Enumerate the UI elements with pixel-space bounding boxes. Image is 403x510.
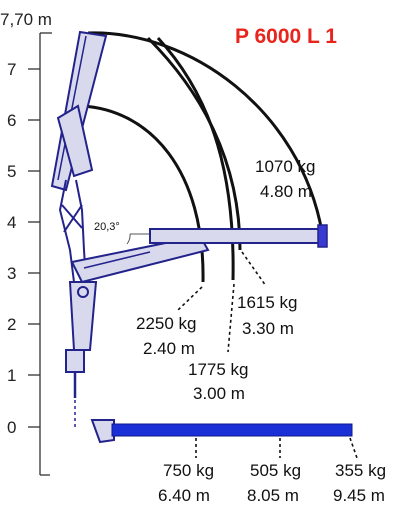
svg-text:1615 kg: 1615 kg <box>237 293 298 312</box>
y-tick-0: 0 <box>7 418 40 437</box>
envelope-arc-outer <box>87 31 324 233</box>
angle-label: 20,3° <box>94 221 120 233</box>
svg-text:6.40 m: 6.40 m <box>158 486 210 505</box>
svg-text:3.00 m: 3.00 m <box>193 384 245 403</box>
y-tick-4: 4 <box>7 213 40 232</box>
y-tick-6: 6 <box>7 111 40 130</box>
svg-text:4.80 m: 4.80 m <box>260 182 312 201</box>
load-label-1070: 1070 kg 4.80 m <box>255 157 316 201</box>
load-label-2250: 2250 kg 2.40 m <box>136 314 197 358</box>
knuckle-arm <box>70 234 210 284</box>
knuckle-arm-inner <box>83 251 151 269</box>
y-tick-3: 3 <box>7 264 40 283</box>
svg-text:7: 7 <box>7 60 16 79</box>
extended-boom-root <box>90 419 115 444</box>
load-label-355: 355 kg 9.45 m <box>333 461 386 505</box>
svg-text:355 kg: 355 kg <box>335 461 386 480</box>
horizontal-boom-tip <box>317 224 328 248</box>
svg-text:750 kg: 750 kg <box>163 461 214 480</box>
svg-text:0: 0 <box>7 418 16 437</box>
leader-load-1775 <box>227 283 235 353</box>
svg-text:4: 4 <box>7 213 16 232</box>
boom-extended <box>90 419 353 444</box>
boom-horizontal: 20,3° <box>94 221 328 248</box>
svg-text:2: 2 <box>7 315 16 334</box>
column-pivot <box>77 286 89 298</box>
y-axis: 7,70 m 0 1 2 3 4 5 6 <box>0 10 52 476</box>
extended-boom-bar <box>111 423 353 437</box>
y-axis-top-label: 7,70 m <box>0 10 52 29</box>
load-label-1615: 1615 kg 3.30 m <box>237 293 298 338</box>
svg-text:1: 1 <box>7 366 16 385</box>
load-label-505: 505 kg 8.05 m <box>247 461 301 505</box>
leader-load-355 <box>349 437 358 459</box>
link-arm-left <box>58 179 75 283</box>
angle-arc <box>126 233 131 245</box>
svg-text:8.05 m: 8.05 m <box>247 486 299 505</box>
svg-text:5: 5 <box>7 162 16 181</box>
diagram-title: P 6000 L 1 <box>235 25 337 48</box>
y-tick-1: 1 <box>7 366 40 385</box>
svg-text:2250 kg: 2250 kg <box>136 314 197 333</box>
y-tick-5: 5 <box>7 162 40 181</box>
y-tick-7: 7 <box>7 60 40 79</box>
y-tick-2: 2 <box>7 315 40 334</box>
main-boom-inner-edge <box>57 35 87 181</box>
crane-column <box>68 281 98 351</box>
load-label-1775: 1775 kg 3.00 m <box>188 360 249 403</box>
svg-text:6: 6 <box>7 111 16 130</box>
svg-text:9.45 m: 9.45 m <box>333 486 385 505</box>
folded-boom <box>56 104 94 178</box>
svg-text:2.40 m: 2.40 m <box>143 339 195 358</box>
link-brace-1 <box>61 204 83 229</box>
crane-structure <box>50 30 210 428</box>
svg-text:505 kg: 505 kg <box>250 461 301 480</box>
horizontal-boom-bar <box>149 228 323 244</box>
load-label-750: 750 kg 6.40 m <box>158 461 214 505</box>
svg-text:3: 3 <box>7 264 16 283</box>
leader-load-1615 <box>241 251 267 287</box>
leader-load-2250 <box>177 286 203 311</box>
svg-text:1070 kg: 1070 kg <box>255 157 316 176</box>
svg-text:3.30 m: 3.30 m <box>242 319 294 338</box>
link-brace-2 <box>63 204 83 233</box>
leader-lines <box>177 251 358 459</box>
svg-text:1775 kg: 1775 kg <box>188 360 249 379</box>
crane-base <box>65 349 85 373</box>
